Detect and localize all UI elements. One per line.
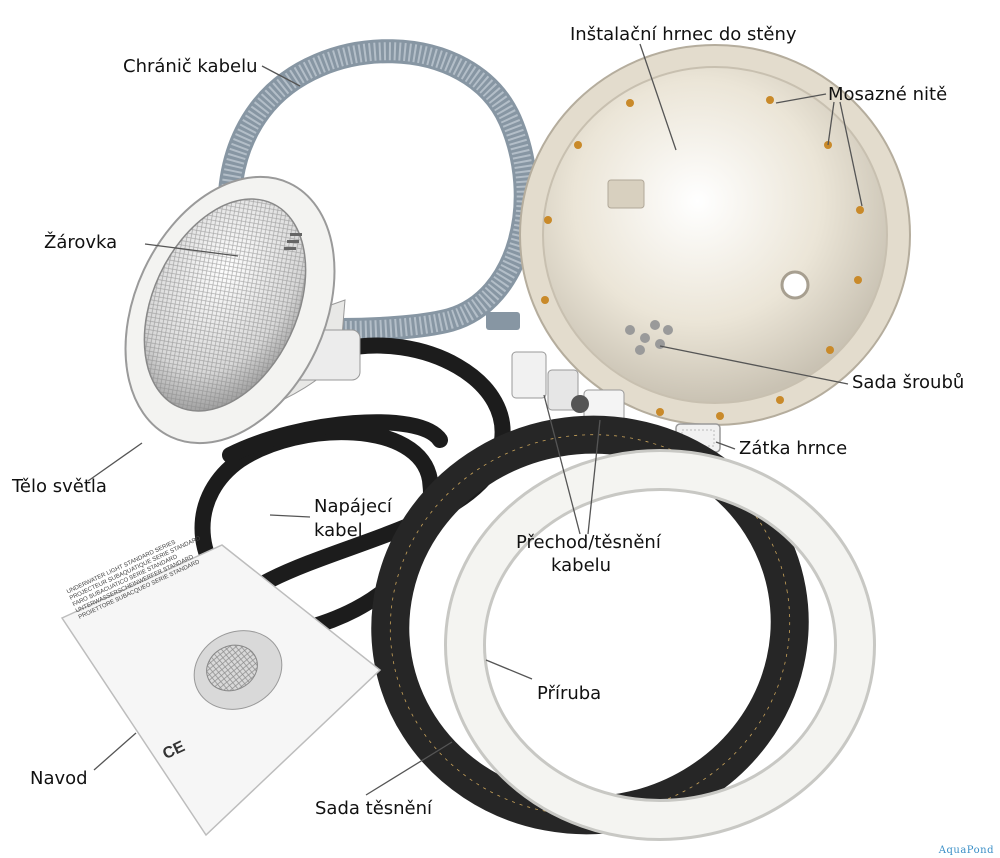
label-screw-set: Sada šroubů bbox=[852, 372, 965, 393]
brand-watermark: AquaPond bbox=[938, 845, 994, 856]
brass-threads bbox=[541, 96, 864, 420]
leader-lines bbox=[87, 43, 863, 796]
label-flange: Příruba bbox=[537, 683, 602, 704]
label-cable-protector: Chránič kabelu bbox=[123, 56, 258, 77]
label-power-cable-line2: kabel bbox=[314, 520, 363, 541]
label-bulb: Žárovka bbox=[44, 232, 118, 253]
label-gasket-set: Sada těsnění bbox=[315, 798, 433, 819]
bulb bbox=[124, 175, 336, 445]
label-pot-plug: Zátka hrnce bbox=[739, 438, 848, 459]
wall-pot bbox=[519, 44, 911, 426]
label-cable-gland-line2: kabelu bbox=[551, 555, 612, 576]
label-power-cable-line1: Napájecí bbox=[314, 496, 392, 517]
label-wall-pot: Inštalační hrnec do stěny bbox=[570, 24, 797, 45]
label-cable-gland-line1: Přechod/těsnění bbox=[516, 532, 661, 553]
label-manual: Navod bbox=[30, 768, 88, 789]
flange bbox=[444, 449, 876, 841]
label-brass-threads: Mosazné nitě bbox=[828, 84, 948, 105]
manual-booklet bbox=[60, 544, 382, 837]
screw-set bbox=[625, 320, 673, 355]
label-light-body: Tělo světla bbox=[12, 476, 107, 497]
